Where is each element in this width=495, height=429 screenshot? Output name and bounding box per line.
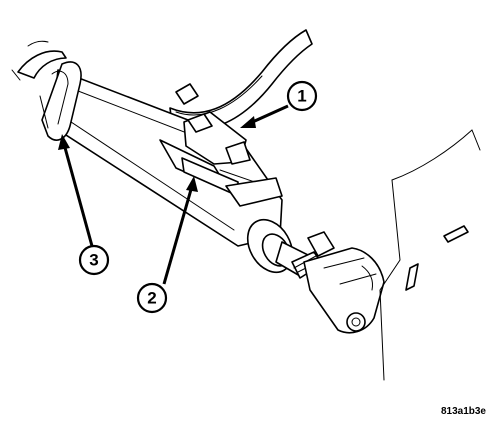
mounting-panel xyxy=(379,129,481,381)
leader-3 xyxy=(58,134,94,247)
leader-2 xyxy=(162,176,198,285)
retaining-band xyxy=(39,61,82,141)
electrical-connector xyxy=(159,139,283,207)
callout-1: 1 xyxy=(286,80,318,112)
clevis xyxy=(303,231,385,334)
callout-2: 2 xyxy=(136,282,168,314)
callout-3-label: 3 xyxy=(89,251,98,270)
mounting-bracket xyxy=(11,40,67,81)
hose xyxy=(169,29,313,131)
sensor-switch xyxy=(183,111,251,165)
callout-1-label: 1 xyxy=(297,87,306,106)
callout-3: 3 xyxy=(78,244,110,276)
hose-clip xyxy=(175,83,199,105)
callout-2-label: 2 xyxy=(147,289,156,308)
leader-1 xyxy=(240,104,289,128)
figure-code: 813a1b3e xyxy=(441,406,486,417)
